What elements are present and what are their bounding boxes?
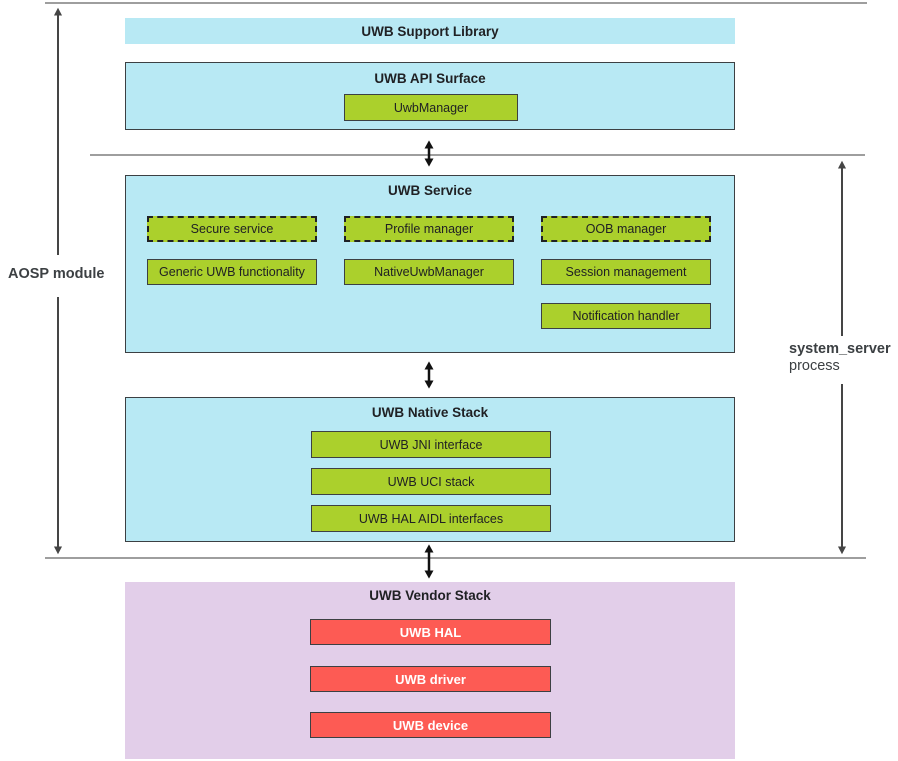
- uwb-support-library-box: UWB Support Library: [125, 18, 735, 44]
- aosp-module-label: AOSP module: [8, 266, 104, 283]
- aosp-module-label-text: AOSP module: [8, 266, 105, 282]
- uwb-service-box: UWB Service Secure service Profile manag…: [125, 175, 735, 353]
- system-server-label-text: system_server: [789, 341, 891, 357]
- module-uwb-hal: UWB HAL: [310, 619, 551, 645]
- uwb-api-surface-title: UWB API Surface: [374, 71, 486, 86]
- uwb-vendor-stack-box: UWB Vendor Stack UWB HAL UWB driver UWB …: [125, 582, 735, 759]
- uwb-vendor-stack-title: UWB Vendor Stack: [369, 588, 491, 603]
- process-label-text: process: [789, 358, 840, 375]
- module-uwb-uci-stack: UWB UCI stack: [311, 468, 551, 495]
- module-nativeuwbmanager: NativeUwbManager: [344, 259, 514, 285]
- module-session-management: Session management: [541, 259, 711, 285]
- system-server-process-label: system_server process: [789, 341, 891, 375]
- module-uwb-device: UWB device: [310, 712, 551, 738]
- module-generic-uwb-functionality: Generic UWB functionality: [147, 259, 317, 285]
- module-notification-handler: Notification handler: [541, 303, 711, 329]
- module-uwb-driver: UWB driver: [310, 666, 551, 692]
- module-uwbmanager: UwbManager: [344, 94, 518, 121]
- module-uwb-hal-aidl-interfaces: UWB HAL AIDL interfaces: [311, 505, 551, 532]
- uwb-service-title: UWB Service: [387, 183, 473, 198]
- uwb-api-surface-box: UWB API Surface UwbManager: [125, 62, 735, 130]
- uwb-native-stack-box: UWB Native Stack UWB JNI interface UWB U…: [125, 397, 735, 542]
- uwb-support-library-title: UWB Support Library: [361, 23, 499, 39]
- module-profile-manager: Profile manager: [344, 216, 514, 242]
- module-secure-service: Secure service: [147, 216, 317, 242]
- module-oob-manager: OOB manager: [541, 216, 711, 242]
- uwb-native-stack-title: UWB Native Stack: [371, 405, 489, 420]
- module-uwb-jni-interface: UWB JNI interface: [311, 431, 551, 458]
